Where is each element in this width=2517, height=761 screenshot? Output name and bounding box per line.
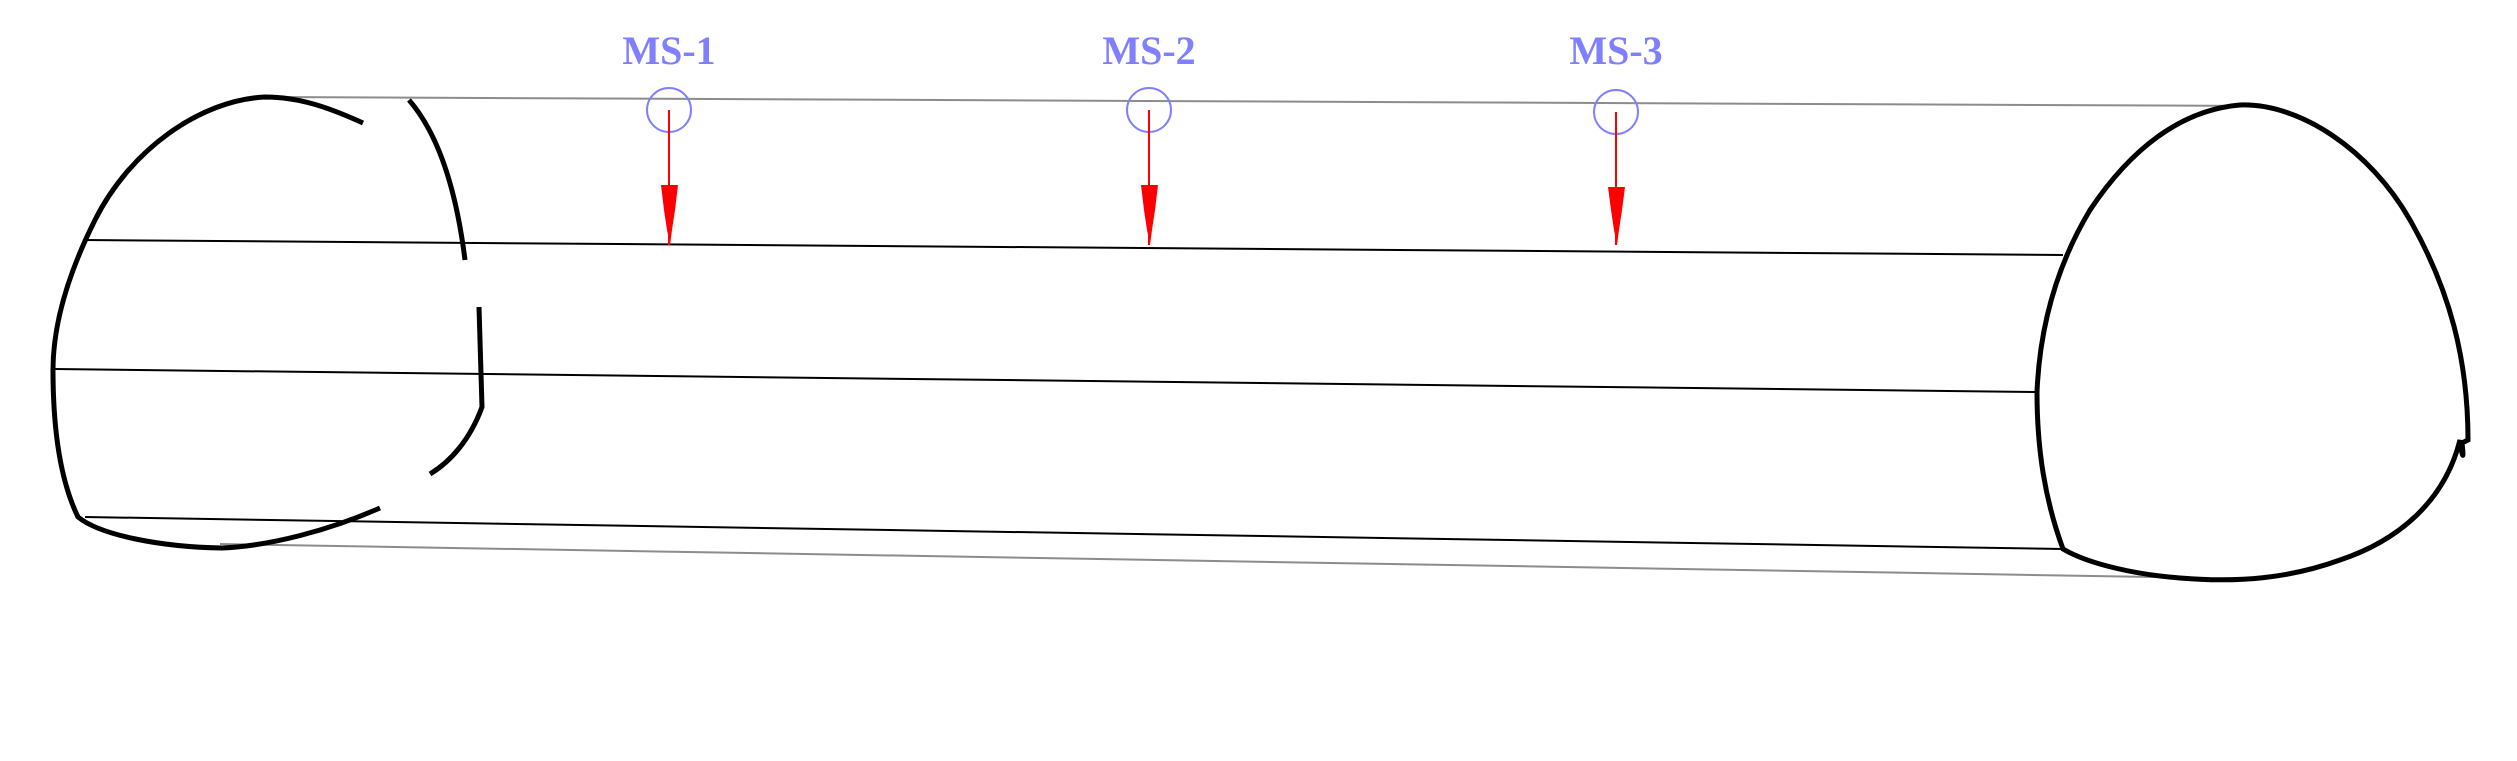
top-edge-line [269, 96, 2261, 107]
marker-label: MS-2 [1102, 28, 1195, 73]
bottom-edge-line [219, 543, 2211, 579]
marker-label: MS-3 [1569, 28, 1662, 73]
right-section-outline [2034, 102, 2471, 583]
lower-longitudinal-line [84, 516, 2064, 550]
middle-longitudinal-line [54, 368, 2036, 393]
upper-longitudinal-line [84, 239, 2064, 256]
marker-label: MS-1 [622, 28, 715, 73]
arrow-down-icon [661, 185, 678, 245]
left-section-hidden-arc-2 [428, 306, 485, 477]
arrow-down-icon [1141, 185, 1158, 245]
marker-ms-3[interactable]: MS-3 [1569, 28, 1663, 245]
marker-ms-1[interactable]: MS-1 [622, 28, 716, 245]
arrow-down-icon [1608, 187, 1625, 245]
marker-ms-2[interactable]: MS-2 [1102, 28, 1196, 245]
left-section-outline [50, 94, 382, 551]
left-section-hidden-arc-1 [407, 98, 468, 261]
